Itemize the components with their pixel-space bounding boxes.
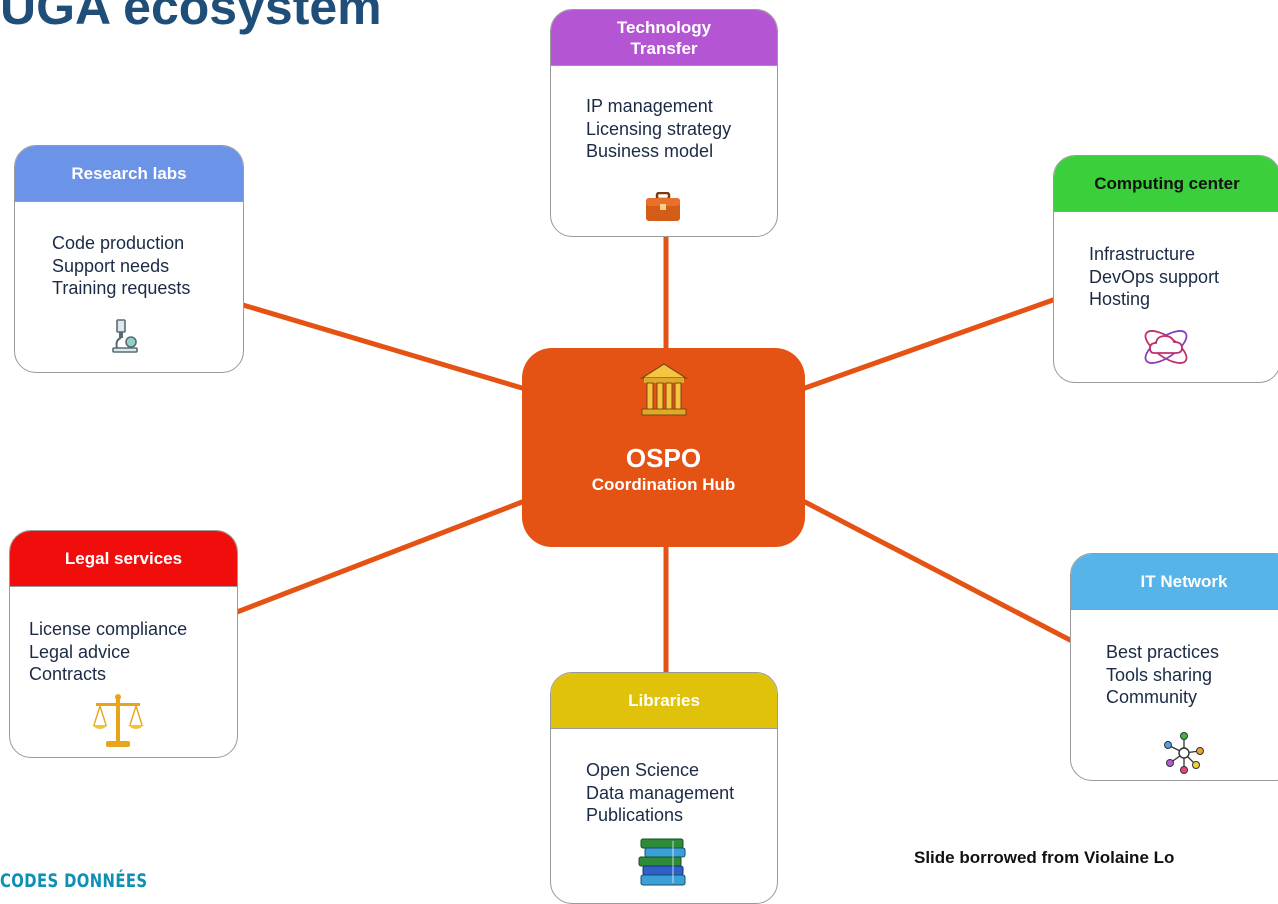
- footer-logo: CODES DONNÉES: [0, 870, 148, 892]
- node-research-labs: Research labs Code production Support ne…: [14, 145, 244, 373]
- connector-network: [802, 499, 1073, 643]
- cloud-atom-icon: [1144, 330, 1188, 364]
- node-item: Best practices: [1106, 642, 1220, 662]
- node-header: Libraries: [551, 673, 777, 729]
- node-item: DevOps support: [1089, 266, 1220, 287]
- connector-computing: [802, 297, 1056, 391]
- node-item: License compliance: [29, 619, 188, 639]
- scales-icon: [92, 694, 144, 747]
- node-libraries: Libraries Open Science Data management P…: [550, 672, 778, 904]
- microscope-icon: [112, 319, 138, 353]
- hub-subtitle: Coordination Hub: [591, 475, 736, 494]
- node-computing-center: Computing center Infrastructure DevOps s…: [1053, 155, 1278, 383]
- node-header: Computing center: [1054, 156, 1278, 212]
- node-header: Research labs: [15, 146, 243, 202]
- node-legal-services: Legal services License compliance Legal …: [9, 530, 238, 758]
- slide-credit: Slide borrowed from Violaine Lo: [914, 848, 1175, 867]
- node-items: Code production Support needs Training r…: [52, 232, 190, 300]
- node-item: Open Science: [586, 760, 700, 780]
- node-item: Support needs: [52, 255, 170, 276]
- connector-research: [240, 302, 525, 391]
- node-item: Code production: [52, 233, 185, 253]
- node-item: Legal advice: [29, 641, 131, 662]
- museum-building-icon: [640, 363, 688, 416]
- hub-title: OSPO: [625, 443, 702, 473]
- node-item: Hosting: [1089, 289, 1151, 309]
- connector-legal: [234, 499, 525, 615]
- ospo-hub: OSPO Coordination Hub: [522, 348, 805, 547]
- node-item: Training requests: [52, 278, 191, 298]
- briefcase-icon: [646, 192, 680, 221]
- node-item: Data management: [586, 782, 735, 803]
- node-item: IP management: [586, 96, 713, 116]
- node-items: License compliance Legal advice Contract…: [29, 618, 187, 686]
- node-item: Infrastructure: [1089, 244, 1196, 264]
- node-item: Contracts: [29, 664, 107, 684]
- node-header: Legal services: [10, 531, 237, 587]
- node-item: Business model: [586, 141, 714, 161]
- node-item: Publications: [586, 805, 684, 825]
- network-nodes-icon: [1164, 732, 1204, 774]
- node-header: IT Network: [1071, 554, 1278, 610]
- node-item: Licensing strategy: [586, 118, 732, 139]
- node-items: Open Science Data management Publication…: [586, 759, 734, 827]
- books-icon: [638, 838, 686, 886]
- node-it-network: IT Network Best practices Tools sharing …: [1070, 553, 1278, 781]
- node-items: IP management Licensing strategy Busines…: [586, 95, 731, 163]
- page-title: UGA ecosystem: [0, 0, 382, 35]
- node-item: Community: [1106, 687, 1198, 707]
- node-items: Best practices Tools sharing Community: [1106, 641, 1219, 709]
- node-item: Tools sharing: [1106, 664, 1213, 685]
- node-items: Infrastructure DevOps support Hosting: [1089, 243, 1219, 311]
